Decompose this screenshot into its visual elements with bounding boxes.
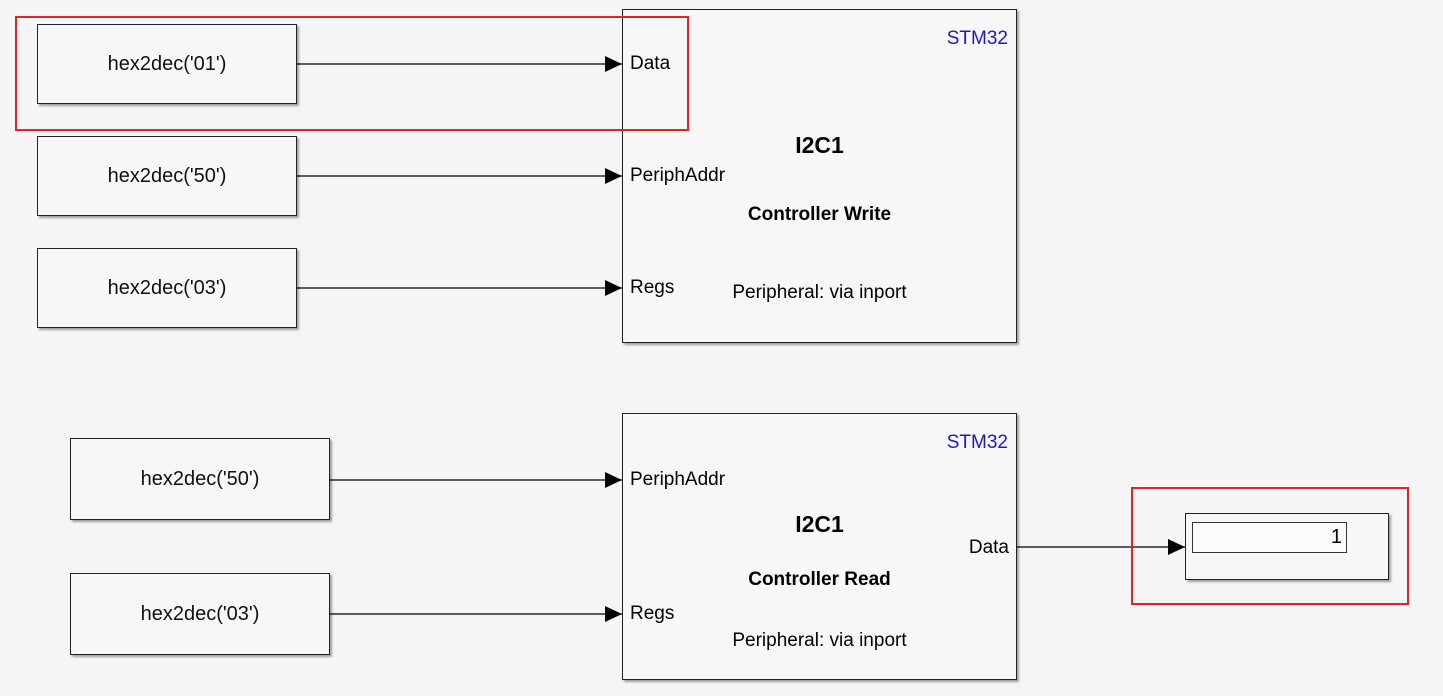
i2c-controller-read-block[interactable]: STM32 PeriphAddr Regs Data I2C1 Controll… (622, 413, 1017, 680)
port-label-data-out: Data (968, 537, 1009, 558)
block-name: I2C1 (795, 511, 844, 537)
arrow-read-periph-addr (605, 472, 622, 488)
display-block[interactable]: 1 (1185, 513, 1389, 580)
constant-block-read-regs[interactable]: hex2dec('03') (70, 573, 330, 655)
constant-block-write-periph-addr[interactable]: hex2dec('50') (37, 136, 297, 216)
constant-expression: hex2dec('03') (107, 276, 227, 299)
arrow-write-data (605, 56, 622, 72)
port-label-regs: Regs (630, 277, 675, 298)
port-label-data: Data (630, 53, 671, 74)
port-label-regs: Regs (630, 603, 675, 624)
constant-expression: hex2dec('03') (140, 602, 260, 625)
constant-expression: hex2dec('50') (107, 164, 227, 187)
i2c-controller-write-block[interactable]: STM32 Data PeriphAddr Regs I2C1 Controll… (622, 9, 1017, 343)
block-name: I2C1 (795, 132, 844, 158)
vendor-label: STM32 (946, 28, 1008, 49)
constant-block-write-data[interactable]: hex2dec('01') (37, 24, 297, 104)
arrow-read-data-out (1168, 539, 1185, 555)
port-label-periph-addr: PeriphAddr (630, 165, 726, 186)
port-label-periph-addr: PeriphAddr (630, 469, 726, 490)
block-mode: Controller Read (748, 569, 891, 590)
arrow-write-periph-addr (605, 168, 622, 184)
arrow-read-regs (605, 606, 622, 622)
constant-expression: hex2dec('01') (107, 52, 227, 75)
display-value: 1 (1192, 522, 1347, 553)
constant-block-read-periph-addr[interactable]: hex2dec('50') (70, 438, 330, 520)
vendor-label: STM32 (946, 432, 1008, 453)
arrow-write-regs (605, 280, 622, 296)
peripheral-setting: Peripheral: via inport (732, 282, 907, 303)
constant-expression: hex2dec('50') (140, 467, 260, 490)
block-mode: Controller Write (747, 204, 892, 225)
constant-block-write-regs[interactable]: hex2dec('03') (37, 248, 297, 328)
peripheral-setting: Peripheral: via inport (732, 630, 907, 651)
